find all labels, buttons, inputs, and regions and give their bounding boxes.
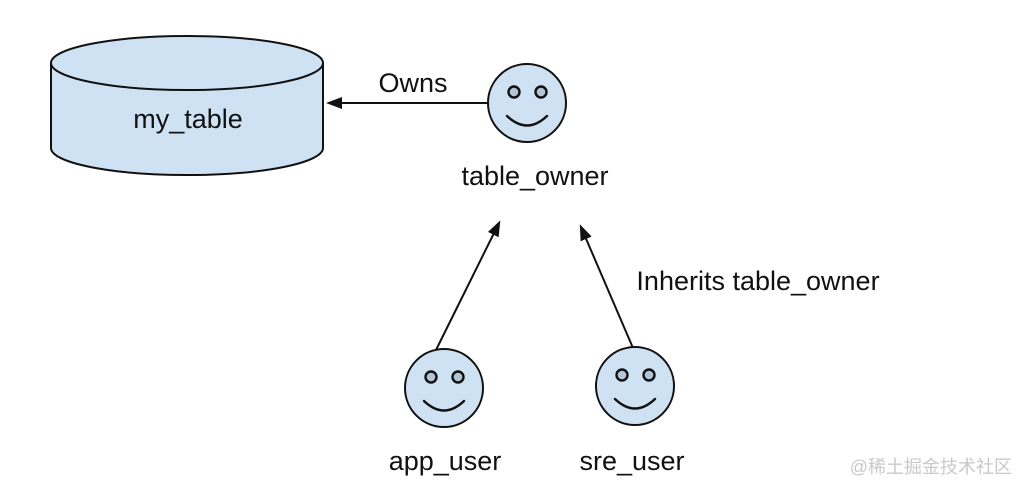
app-user-label: app_user xyxy=(389,446,502,476)
node-sre-user: sre_user xyxy=(579,345,685,476)
sre-user-face xyxy=(594,345,676,427)
table-owner-face xyxy=(486,62,568,144)
table-owner-label: table_owner xyxy=(461,161,608,191)
app-user-face xyxy=(403,347,485,429)
sre-user-label: sre_user xyxy=(579,446,684,476)
edge-owns: Owns xyxy=(326,68,489,109)
cylinder-top-ellipse xyxy=(50,35,324,91)
sre-user-inherits-arrow xyxy=(579,224,634,349)
node-table-owner: table_owner xyxy=(461,62,609,191)
inherits-table-owner-label: Inherits table_owner xyxy=(636,266,879,296)
watermark: @稀土掘金技术社区 xyxy=(850,457,1012,477)
my-table-label: my_table xyxy=(133,104,243,134)
app-user-inherits-arrow xyxy=(435,220,501,351)
edge-sre-inherits: Inherits table_owner xyxy=(579,224,880,349)
owns-label: Owns xyxy=(378,68,447,98)
node-app-user: app_user xyxy=(389,347,502,476)
node-my-table: my_table xyxy=(50,35,324,176)
